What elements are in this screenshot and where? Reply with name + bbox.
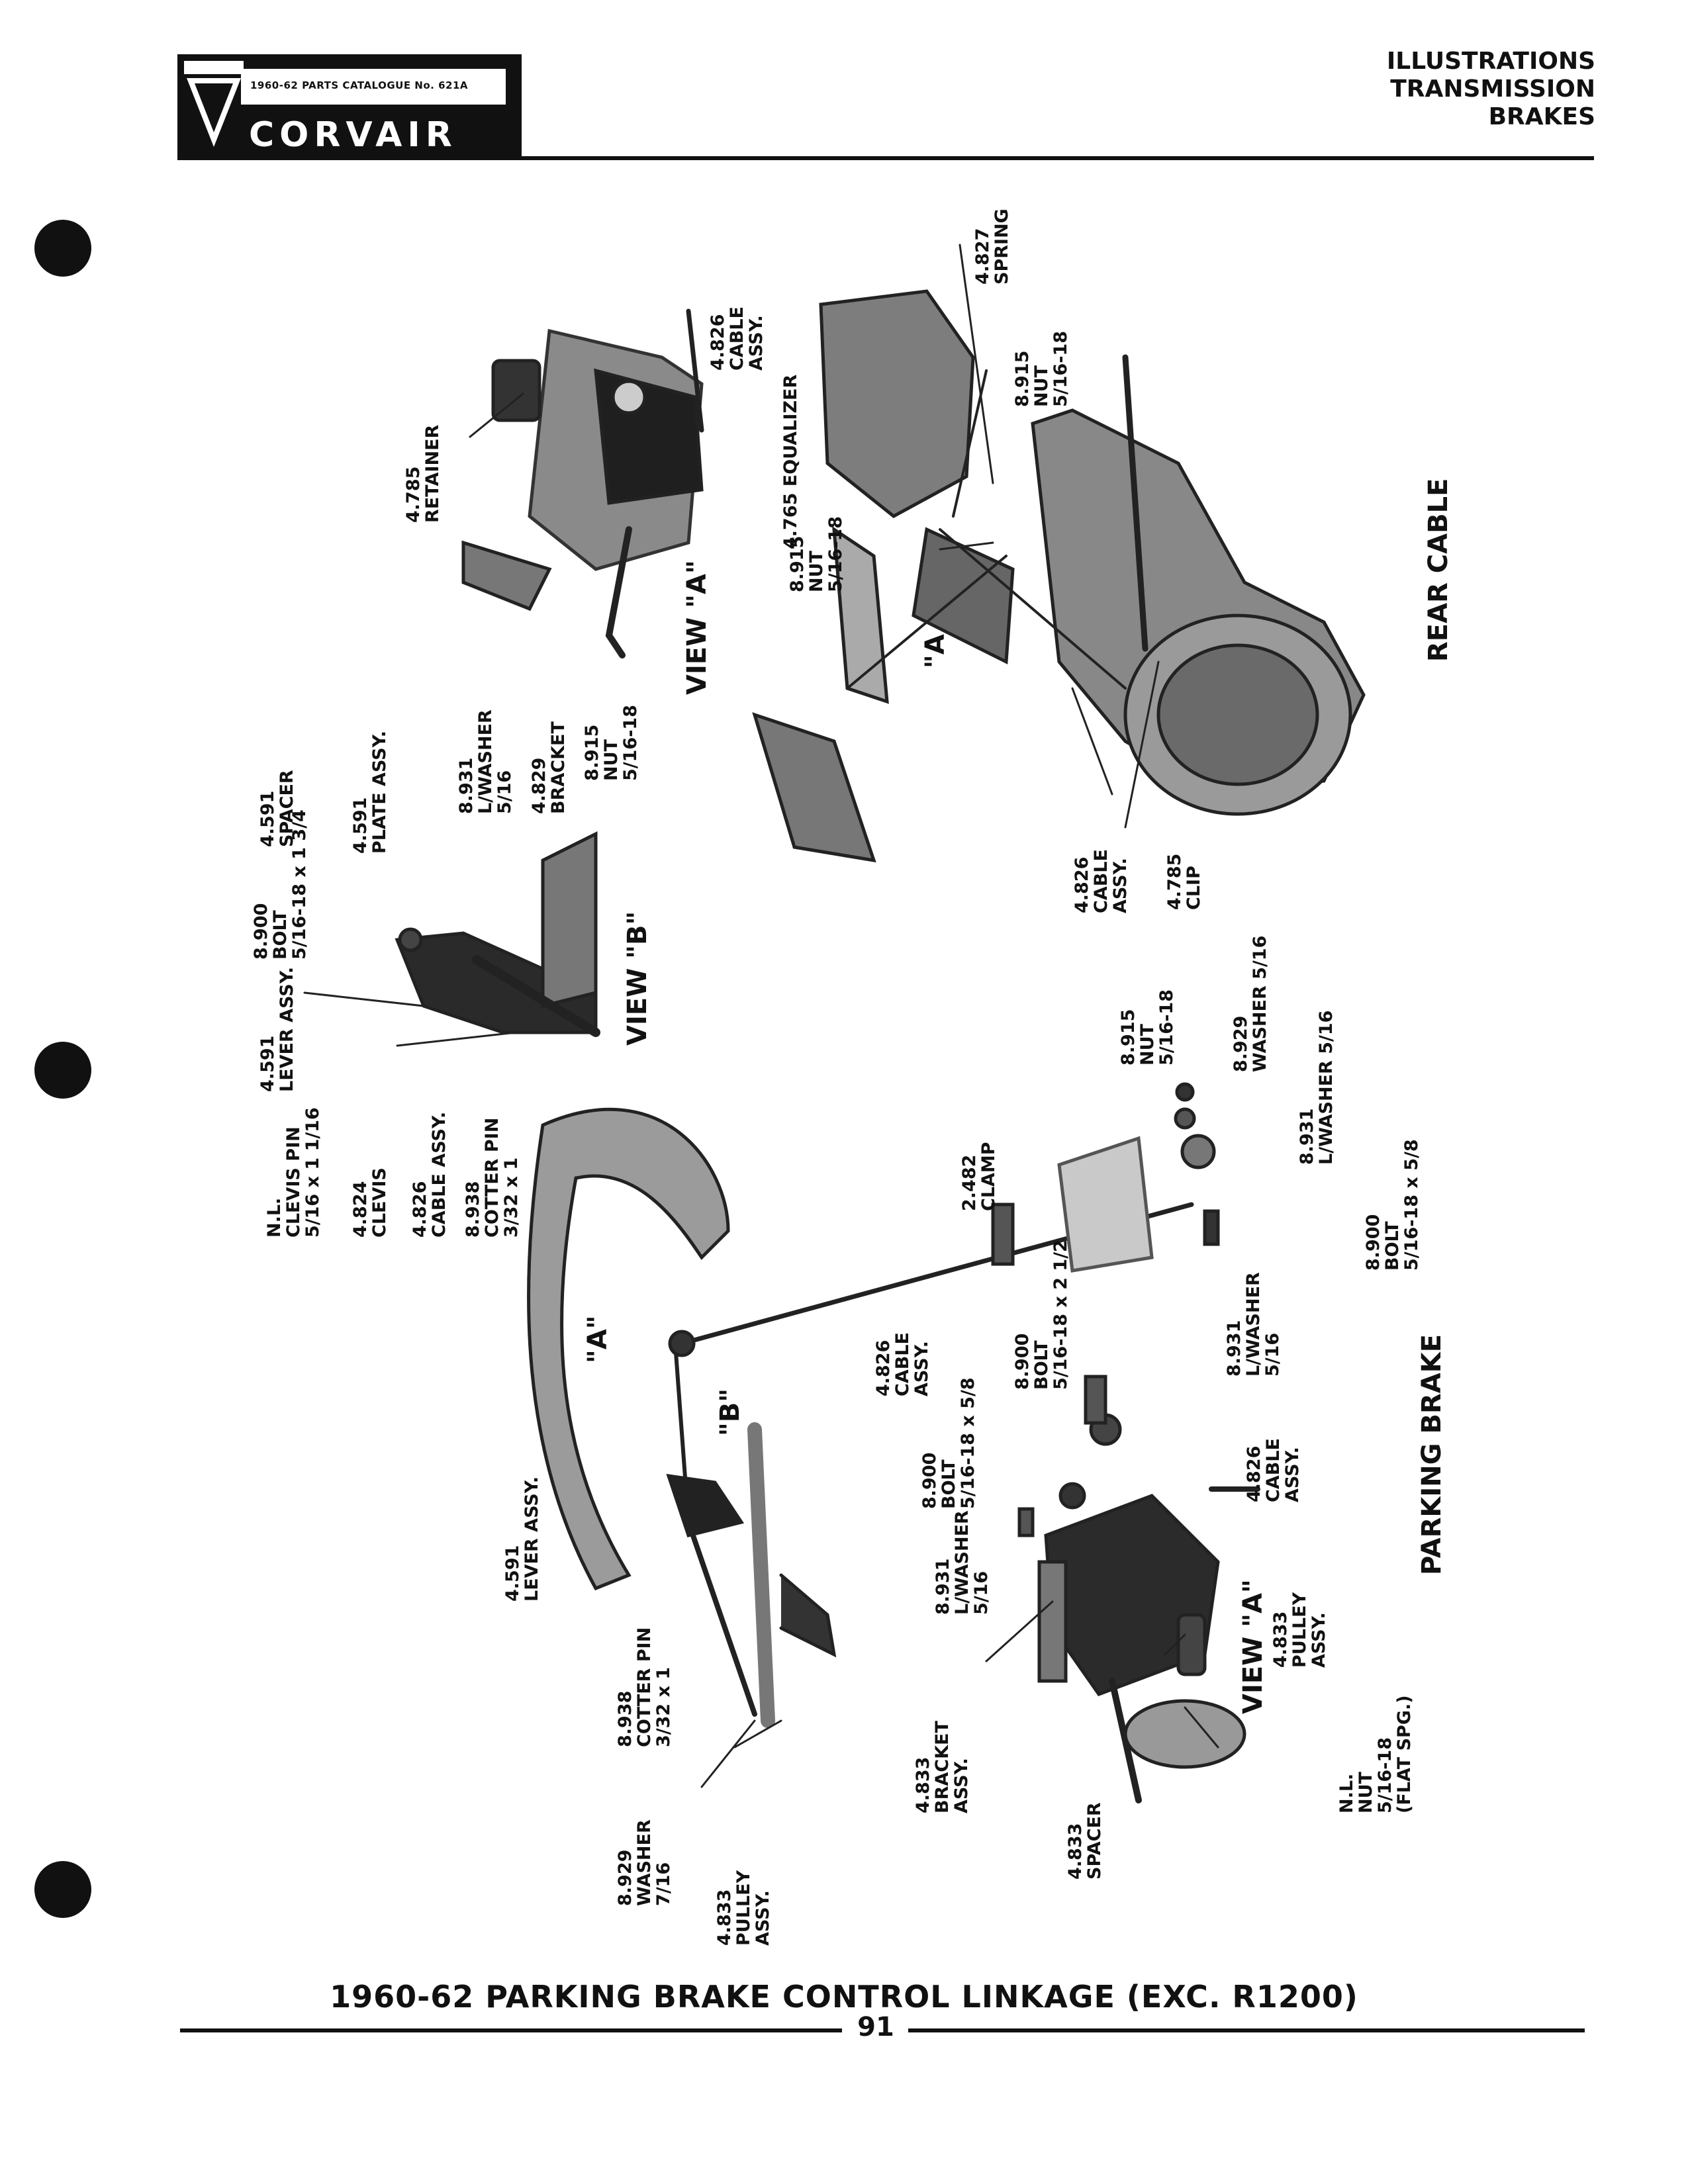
label-spring: 4.827 SPRING — [972, 208, 1012, 285]
label-clamp: 2.482 CLAMP — [959, 1142, 999, 1211]
label-view-b: VIEW "B" — [622, 911, 653, 1046]
parking-brake-lever-illustration — [527, 1107, 837, 1728]
section-line-2: TRANSMISSION — [1390, 75, 1595, 103]
label-ref-a-rear: "A — [920, 634, 951, 668]
footer-rule-right — [908, 2028, 1585, 2032]
label-clevis: 4.824 CLEVIS — [350, 1167, 390, 1238]
section-heading: ILLUSTRATIONS TRANSMISSION BRAKES — [1387, 48, 1595, 131]
label-view-a-top: VIEW "A" — [682, 560, 712, 695]
figure-caption: 1960-62 PARKING BRAKE CONTROL LINKAGE (E… — [330, 1979, 1358, 2015]
label-cable-a: 4.826 CABLE ASSY. — [1244, 1438, 1303, 1502]
label-parking-brake: PARKING BRAKE — [1417, 1334, 1447, 1575]
catalogue-number: 1960-62 PARTS CATALOGUE No. 621A — [250, 79, 468, 91]
label-cable-top: 4.826 CABLE ASSY. — [708, 306, 767, 371]
binder-hole-middle — [34, 1042, 91, 1099]
label-lwasher-mid: 8.931 L/WASHER 5/16 — [1297, 1010, 1336, 1165]
label-nut-mid: 8.915 NUT 5/16-18 — [1118, 989, 1177, 1066]
header-rule — [177, 156, 1594, 160]
callout-leaders — [303, 244, 1219, 1788]
label-cotter-main: 8.938 COTTER PIN 3/32 x 1 — [615, 1627, 674, 1747]
logo-emblem-icon — [184, 61, 244, 147]
label-washer-main: 8.929 WASHER 7/16 — [615, 1819, 674, 1906]
label-ref-a: "A" — [583, 1315, 613, 1363]
label-bolt-b: 8.900 BOLT 5/16-18 x 1 3/4 — [251, 809, 310, 960]
retainer-assembly-illustration — [461, 308, 704, 659]
brand-name: CORVAIR — [249, 115, 457, 155]
label-lwasher-a1: 8.931 L/WASHER 5/16 — [1224, 1272, 1283, 1377]
label-clip: 4.785 CLIP — [1164, 853, 1204, 910]
label-lwasher-b: 8.931 L/WASHER 5/16 — [456, 709, 515, 814]
label-bolt-mid: 8.900 BOLT 5/16-18 x 5/8 — [1363, 1139, 1422, 1271]
clamp-illustration — [991, 1203, 1015, 1266]
pulley-assembly-illustration — [1017, 1375, 1260, 1803]
label-view-a-bottom: VIEW "A" — [1238, 1579, 1268, 1714]
lever-bracket-illustration — [395, 831, 600, 1037]
page-number: 91 — [857, 2012, 894, 2042]
label-plate: 4.591 PLATE ASSY. — [350, 731, 390, 854]
binder-hole-top — [34, 220, 91, 277]
label-rear-cable: REAR CABLE — [1423, 478, 1454, 662]
nut-washer-stack — [1174, 1082, 1220, 1246]
floor-panel — [1057, 1136, 1154, 1273]
section-line-3: BRAKES — [1488, 103, 1595, 130]
label-clevis-pin: N.L. CLEVIS PIN 5/16 x 1 1/16 — [264, 1107, 323, 1238]
label-bolt-a1: 8.900 BOLT 5/16-18 x 2 1/2 — [1012, 1240, 1071, 1390]
binder-hole-bottom — [34, 1861, 91, 1918]
cable-end-fitting — [668, 1330, 696, 1357]
label-lever-b: 4.591 LEVER ASSY. — [258, 966, 297, 1092]
label-rear-cable-assy: 4.826 CABLE ASSY. — [1072, 849, 1131, 913]
label-nut-top: 8.915 NUT 5/16-18 — [1012, 330, 1071, 407]
label-lwasher-a2: 8.931 L/WASHER 5/16 — [933, 1510, 992, 1615]
label-ref-b: "B" — [715, 1388, 745, 1436]
label-pulley-main: 4.833 PULLEY ASSY. — [714, 1870, 773, 1946]
label-washer-mid: 8.929 WASHER 5/16 — [1231, 935, 1270, 1072]
label-cotter-b: 8.938 COTTER PIN 3/32 x 1 — [463, 1117, 522, 1238]
footer-rule-left — [180, 2028, 842, 2032]
label-pulley-a: 4.833 PULLEY ASSY. — [1270, 1592, 1329, 1668]
label-nut-eq: 8.915 NUT 5/16-18 — [787, 516, 846, 592]
corvair-logo: 1960-62 PARTS CATALOGUE No. 621A CORVAIR — [177, 54, 522, 160]
label-cable-b: 4.826 CABLE ASSY. — [410, 1111, 449, 1238]
label-retainer: 4.785 RETAINER — [403, 424, 443, 523]
logo-caption-box — [241, 69, 506, 105]
label-nut-b: 8.915 NUT 5/16-18 — [582, 704, 641, 781]
label-bracket-a: 4.833 BRACKET ASSY. — [913, 1721, 972, 1813]
label-lever-main: 4.591 LEVER ASSY. — [502, 1476, 542, 1602]
label-bolt-a2: 8.900 BOLT 5/16-18 x 5/8 — [919, 1377, 978, 1509]
section-line-1: ILLUSTRATIONS — [1386, 48, 1595, 75]
label-spacer-a: 4.833 SPACER — [1065, 1802, 1105, 1880]
rear-axle-illustration — [752, 289, 1366, 863]
label-bracket-b: 4.829 BRACKET — [529, 721, 569, 814]
label-nut-flat: N.L. NUT 5/16-18 (FLAT SPG.) — [1336, 1695, 1415, 1813]
